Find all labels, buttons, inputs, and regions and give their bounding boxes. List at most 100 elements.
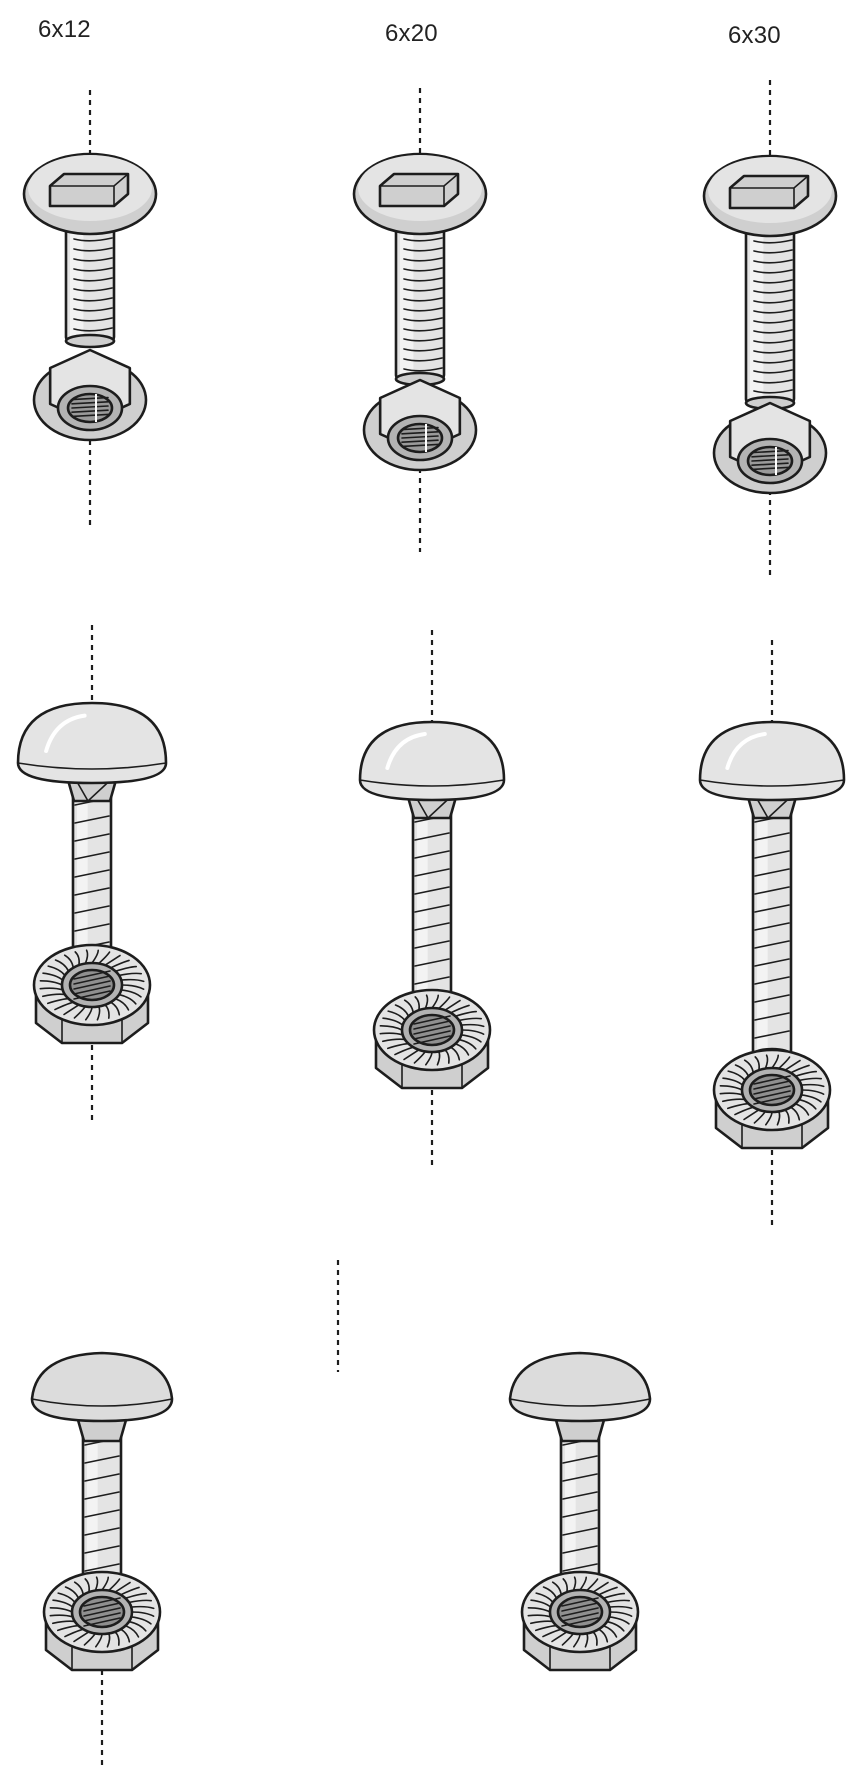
thread-line	[403, 267, 443, 272]
thread-line	[414, 868, 450, 877]
thread-line	[73, 267, 113, 272]
bore-thread	[71, 405, 109, 409]
thread-line	[754, 958, 790, 967]
bore-thread	[401, 426, 439, 431]
serration-line	[52, 1599, 74, 1608]
square-neck-bolt	[702, 154, 838, 411]
bore-thread	[73, 985, 111, 995]
shank-highlight	[70, 205, 84, 337]
thread-line	[753, 299, 793, 304]
thread-line	[754, 922, 790, 931]
serration-line	[719, 1085, 743, 1091]
thread-line	[84, 1545, 120, 1554]
bore-thread	[73, 990, 111, 1000]
serration-line	[789, 1064, 810, 1074]
serration-line	[49, 1607, 73, 1613]
serration-line	[602, 1592, 626, 1600]
serration-line	[64, 1586, 80, 1600]
thread-line	[403, 357, 443, 362]
thread-line	[754, 1030, 790, 1039]
carriage-bolt-flat	[30, 1351, 174, 1601]
thread-line	[403, 317, 443, 322]
thread-line	[754, 940, 790, 949]
bore-thread	[71, 396, 109, 401]
serration-line	[101, 1576, 110, 1591]
serration-line	[734, 1064, 750, 1078]
bore-thread	[753, 1080, 791, 1090]
thread-line	[753, 369, 793, 374]
shank-highlight	[417, 804, 428, 996]
serration-line	[727, 1070, 746, 1082]
thread-line	[753, 359, 793, 364]
thread-line	[754, 1012, 790, 1021]
serration-line	[794, 1070, 818, 1078]
fastener-layer	[16, 80, 846, 1768]
bore-thread	[413, 1030, 451, 1040]
bore-thread	[413, 1025, 451, 1035]
thread-line	[754, 994, 790, 1003]
thread-line	[754, 868, 790, 877]
thread-line	[73, 307, 113, 312]
bore-thread	[71, 413, 109, 418]
serrated-flange-nut	[520, 1570, 640, 1672]
thread-line	[84, 1455, 120, 1464]
thread-line	[73, 277, 113, 282]
square-neck	[48, 172, 130, 208]
serration-line	[460, 1034, 482, 1043]
serration-line	[444, 999, 461, 1011]
serration-line	[602, 1624, 618, 1638]
size-label-6x30: 6x30	[728, 22, 781, 49]
thread-line	[562, 1491, 598, 1500]
bore-thread	[73, 980, 111, 990]
serration-line	[454, 1010, 478, 1018]
serration-line	[608, 1616, 630, 1625]
carriage-bolt	[698, 720, 846, 1063]
serration-line	[130, 1605, 155, 1610]
thread-line	[562, 1545, 598, 1554]
square-neck-bolt	[352, 152, 488, 387]
thread-line	[403, 237, 443, 242]
serration-line	[130, 1616, 152, 1625]
bore-thread	[401, 431, 439, 435]
serration-line	[527, 1607, 551, 1613]
serration-line	[801, 1089, 825, 1095]
dome-highlight	[44, 713, 87, 753]
bore-thread	[401, 443, 439, 448]
thread-line	[84, 1563, 120, 1572]
bore-thread	[751, 454, 789, 458]
serration-line	[387, 1010, 406, 1022]
serration-line	[114, 1581, 131, 1593]
serrated-flange-nut	[32, 943, 152, 1045]
bore-thread	[751, 462, 789, 466]
dome-head	[358, 720, 506, 802]
shank-highlight	[565, 1427, 576, 1589]
thread-line	[74, 851, 110, 860]
bore-thread	[413, 1015, 451, 1025]
serration-line	[119, 1586, 140, 1596]
bore-thread	[83, 1612, 121, 1622]
thread-line	[753, 349, 793, 354]
dome-highlight	[725, 732, 767, 770]
thread-line	[414, 904, 450, 913]
dome-rim	[359, 779, 505, 787]
thread-line	[753, 389, 793, 394]
bore-thread	[401, 439, 439, 443]
serration-line	[449, 1004, 470, 1014]
carriage-bolt	[16, 701, 168, 966]
bore-thread	[753, 1085, 791, 1095]
serration-line	[128, 1599, 153, 1604]
serration-line	[118, 993, 137, 1005]
serration-line	[794, 1102, 810, 1116]
bore-thread	[751, 449, 789, 454]
serrated-flange-nut	[712, 1048, 832, 1150]
serration-line	[382, 1017, 404, 1026]
bore-thread	[71, 409, 109, 413]
serration-line	[114, 997, 130, 1011]
square-neck-edge	[379, 173, 459, 207]
serration-line	[798, 1077, 823, 1082]
thread-line	[753, 339, 793, 344]
serration-line	[437, 996, 451, 1010]
serration-line	[461, 1029, 485, 1035]
thread-line	[562, 1473, 598, 1482]
